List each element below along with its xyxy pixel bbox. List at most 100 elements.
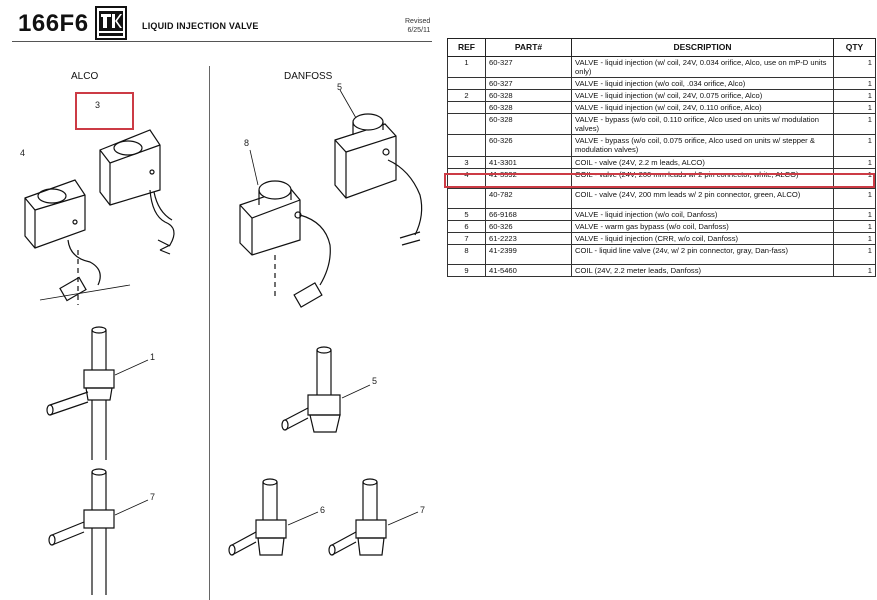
table-header-row: REF PART# DESCRIPTION QTY	[447, 38, 876, 57]
callout-4: 4	[20, 148, 26, 158]
part-number-cell: 61-2223	[485, 232, 572, 245]
description-cell: VALVE - liquid injection (w/o coil, .034…	[571, 77, 834, 90]
description-cell: COIL - valve (24V, 200 mm leads w/ 2 pin…	[571, 188, 834, 209]
column-header-part: PART#	[485, 38, 572, 57]
part-number-cell: 41-3592	[485, 168, 572, 189]
callout-7-danfoss: 7	[420, 505, 426, 515]
part-number-cell: 66-9168	[485, 208, 572, 221]
thermo-king-logo	[95, 6, 127, 40]
ref-cell: 5	[447, 208, 486, 221]
qty-cell: 1	[833, 220, 876, 233]
description-cell: COIL - valve (24V, 2.2 m leads, ALCO)	[571, 156, 834, 169]
column-header-ref: REF	[447, 38, 486, 57]
ref-cell	[447, 188, 486, 209]
ref-cell	[447, 101, 486, 114]
qty-cell: 1	[833, 113, 876, 135]
catalog-page: 166F6 LIQUID INJECTION VALVE Revised 6/2…	[12, 6, 432, 600]
danfoss-valve-item-7	[328, 478, 419, 556]
part-number-cell: 60-327	[485, 56, 572, 78]
part-number-cell: 60-326	[485, 220, 572, 233]
qty-cell: 1	[833, 101, 876, 114]
description-cell: VALVE - liquid injection (w/ coil, 24V, …	[571, 56, 834, 78]
alco-valve-item-1	[46, 326, 149, 460]
ref-cell: 3	[447, 156, 486, 169]
part-number-cell: 60-327	[485, 77, 572, 90]
revised-date: 6/25/11	[407, 27, 431, 34]
alco-coil-item-3	[99, 129, 175, 255]
danfoss-coil-item-8	[239, 149, 331, 308]
part-number-cell: 60-328	[485, 101, 572, 114]
revised-label: Revised	[405, 18, 431, 25]
revision-block: Revised 6/25/11	[405, 17, 430, 35]
qty-cell: 1	[833, 156, 876, 169]
exploded-parts-drawing	[24, 89, 423, 595]
header-rule	[12, 41, 432, 42]
part-number-cell: 41-5460	[485, 264, 572, 277]
description-cell: VALVE - bypass (w/o coil, 0.075 orifice,…	[571, 134, 834, 157]
ref-cell: 4	[447, 168, 486, 189]
qty-cell: 1	[833, 188, 876, 209]
callout-3: 3	[95, 100, 101, 110]
description-cell: VALVE - warm gas bypass (w/o coil, Danfo…	[571, 220, 834, 233]
description-cell: VALVE - liquid injection (w/o coil, Danf…	[571, 208, 834, 221]
ref-cell	[447, 113, 486, 135]
callout-5-valve: 5	[372, 376, 378, 386]
page-code: 166F6	[18, 10, 89, 37]
qty-cell: 1	[833, 168, 876, 189]
qty-cell: 1	[833, 77, 876, 90]
description-cell: COIL (24V, 2.2 meter leads, Danfoss)	[571, 264, 834, 277]
ref-cell: 8	[447, 244, 486, 265]
part-number-cell: 41-2399	[485, 244, 572, 265]
description-cell: COIL - liquid line valve (24v, w/ 2 pin …	[571, 244, 834, 265]
ref-cell: 9	[447, 264, 486, 277]
section-divider	[209, 66, 210, 600]
danfoss-valve-item-6	[228, 478, 319, 556]
callout-6: 6	[320, 505, 326, 515]
ref-cell	[447, 134, 486, 157]
column-header-description: DESCRIPTION	[571, 38, 834, 57]
callout-5-coil: 5	[337, 82, 343, 92]
description-cell: VALVE - liquid injection (w/ coil, 24V, …	[571, 89, 834, 102]
part-number-cell: 60-328	[485, 113, 572, 135]
section-label-danfoss: DANFOSS	[284, 71, 333, 82]
danfoss-coil-item-5	[334, 89, 423, 246]
qty-cell: 1	[833, 56, 876, 78]
ref-cell: 1	[447, 56, 486, 78]
part-number-cell: 60-328	[485, 89, 572, 102]
page-title: LIQUID INJECTION VALVE	[142, 21, 259, 31]
qty-cell: 1	[833, 134, 876, 157]
description-cell: VALVE - bypass (w/o coil, 0.110 orifice,…	[571, 113, 834, 135]
callout-8: 8	[244, 138, 250, 148]
danfoss-valve-item-5	[281, 346, 371, 433]
section-label-alco: ALCO	[71, 71, 99, 82]
qty-cell: 1	[833, 232, 876, 245]
part-number-cell: 60-326	[485, 134, 572, 157]
callout-1: 1	[150, 352, 156, 362]
qty-cell: 1	[833, 264, 876, 277]
ref-cell: 7	[447, 232, 486, 245]
part-number-cell: 40-782	[485, 188, 572, 209]
qty-cell: 1	[833, 244, 876, 265]
callout-7-alco: 7	[150, 492, 156, 502]
part-number-cell: 41-3301	[485, 156, 572, 169]
ref-cell: 2	[447, 89, 486, 102]
description-cell: VALVE - liquid injection (w/ coil, 24V, …	[571, 101, 834, 114]
qty-cell: 1	[833, 89, 876, 102]
alco-valve-item-7	[48, 468, 149, 595]
description-cell: COIL - valve (24V, 200 mm leads w/ 2 pin…	[571, 168, 834, 189]
